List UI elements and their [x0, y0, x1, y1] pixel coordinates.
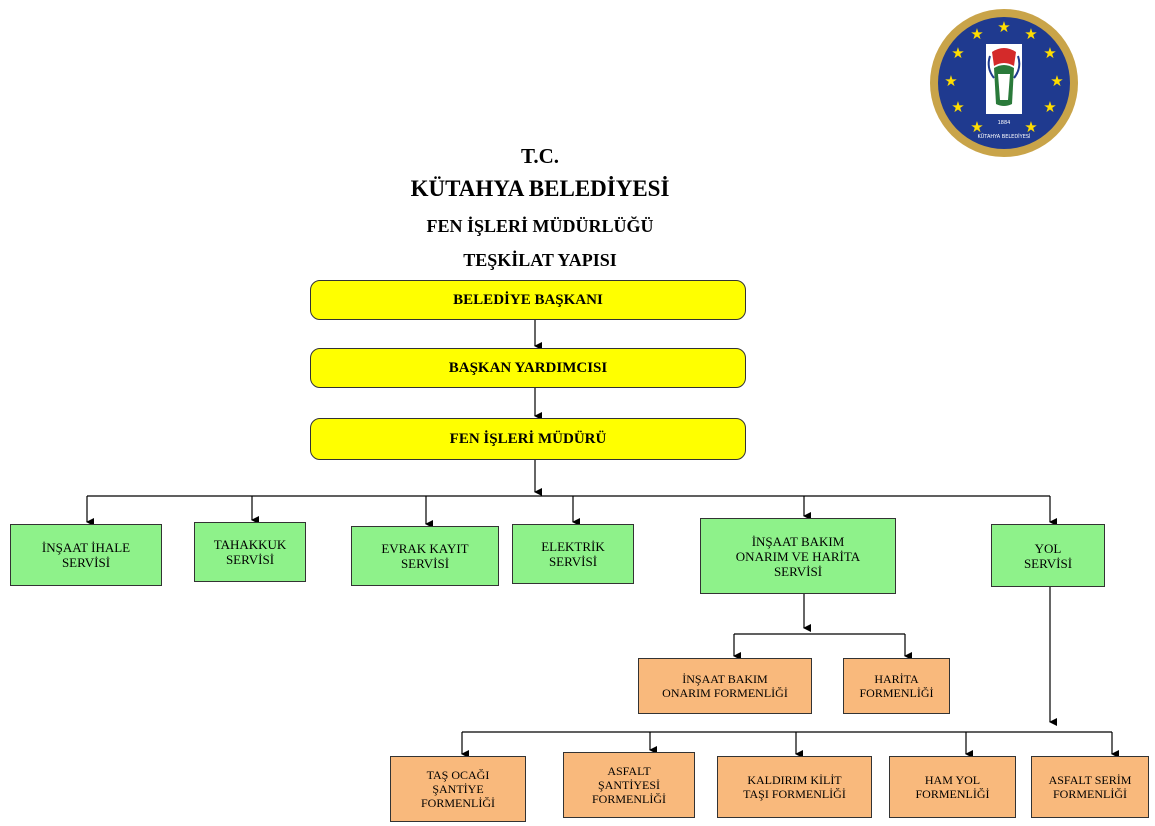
box-service-ihale: İNŞAAT İHALE SERVİSİ [10, 524, 162, 586]
box-unit-asfalt-serim: ASFALT SERİM FORMENLİĞİ [1031, 756, 1149, 818]
box-deputy-mayor: BAŞKAN YARDIMCISI [310, 348, 746, 388]
box-unit-harita: HARİTA FORMENLİĞİ [843, 658, 950, 714]
logo-year: 1884 [998, 120, 1011, 126]
box-mayor: BELEDİYE BAŞKANI [310, 280, 746, 320]
svg-text:★: ★ [1043, 98, 1056, 116]
box-service-bakim-onarim-harita: İNŞAAT BAKIM ONARIM VE HARİTA SERVİSİ [700, 518, 896, 594]
heading-tc: T.C. [520, 144, 560, 168]
box-unit-asfalt-santiye: ASFALT ŞANTİYESİ FORMENLİĞİ [563, 752, 695, 818]
svg-text:★: ★ [970, 25, 983, 43]
svg-text:★: ★ [951, 44, 964, 62]
svg-text:★: ★ [1024, 25, 1037, 43]
svg-text:★: ★ [1024, 118, 1037, 136]
heading-structure: TEŞKİLAT YAPISI [463, 250, 617, 270]
heading-directorate: FEN İŞLERİ MÜDÜRLÜĞÜ [426, 216, 654, 236]
box-service-elektrik: ELEKTRİK SERVİSİ [512, 524, 634, 584]
box-unit-kaldirim: KALDIRIM KİLİT TAŞI FORMENLİĞİ [717, 756, 872, 818]
logo-name: KÜTAHYA BELEDİYESİ [977, 133, 1030, 140]
svg-text:★: ★ [1043, 44, 1056, 62]
svg-text:★: ★ [1050, 72, 1063, 90]
box-service-evrak: EVRAK KAYIT SERVİSİ [351, 526, 499, 586]
box-service-tahakkuk: TAHAKKUK SERVİSİ [194, 522, 306, 582]
heading-municipality: KÜTAHYA BELEDİYESİ [410, 176, 670, 201]
box-unit-tas-ocagi: TAŞ OCAĞI ŞANTİYE FORMENLİĞİ [390, 756, 526, 822]
box-unit-bakim-onarim: İNŞAAT BAKIM ONARIM FORMENLİĞİ [638, 658, 812, 714]
svg-text:★: ★ [951, 98, 964, 116]
svg-text:★: ★ [944, 72, 957, 90]
municipality-logo: ★ ★ ★ ★ ★ ★ ★ ★ ★ ★ ★ 1884 KÜTAHYA BELED… [930, 9, 1078, 157]
box-director: FEN İŞLERİ MÜDÜRÜ [310, 418, 746, 460]
svg-text:★: ★ [997, 18, 1010, 36]
box-unit-ham-yol: HAM YOL FORMENLİĞİ [889, 756, 1016, 818]
svg-text:★: ★ [970, 118, 983, 136]
box-service-yol: YOL SERVİSİ [991, 524, 1105, 587]
